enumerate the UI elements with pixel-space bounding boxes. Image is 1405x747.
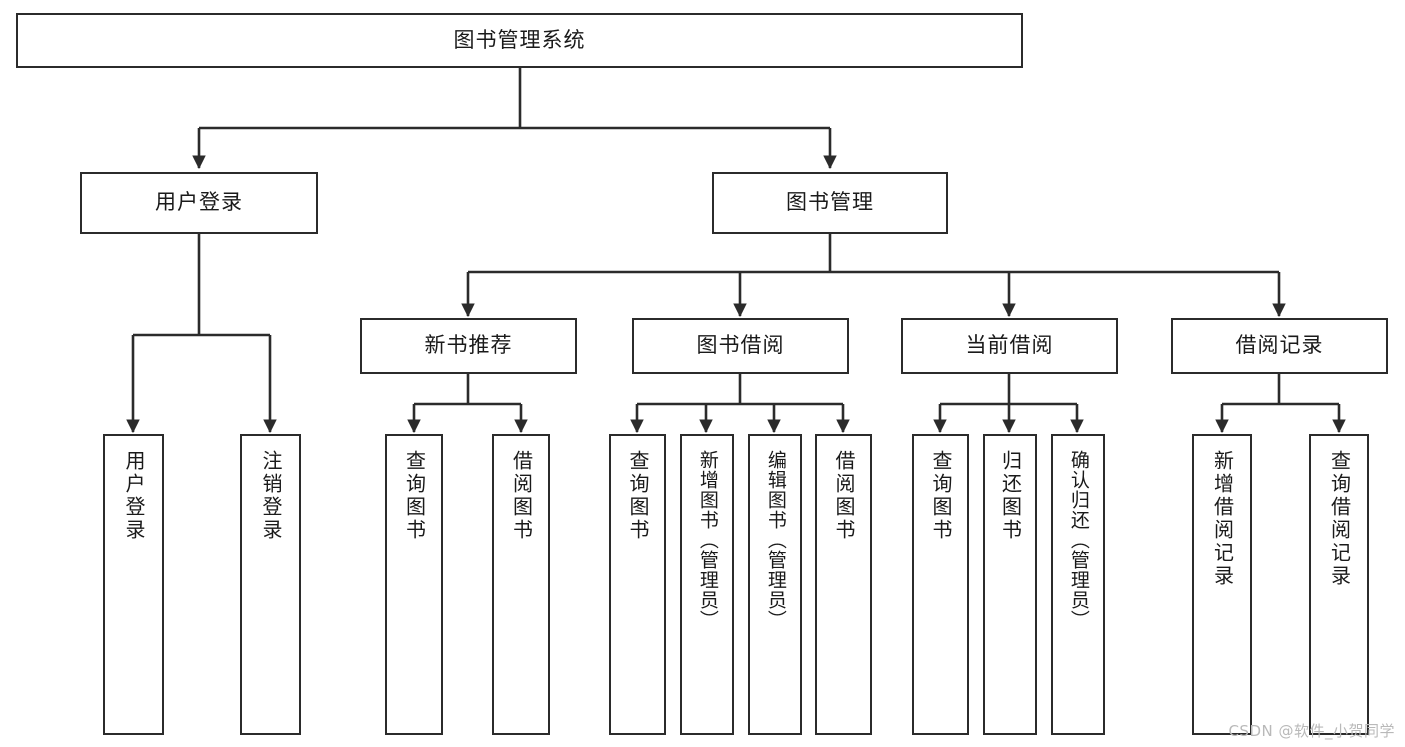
leaf-borrow-add-book-admin[interactable]: 新增图书（管理员） <box>680 434 734 735</box>
leaf-user-login-signin[interactable]: 用户登录 <box>103 434 164 735</box>
leaf-borrow-query-book[interactable]: 查询图书 <box>609 434 666 735</box>
leaf-new-book-borrow[interactable]: 借阅图书 <box>492 434 550 735</box>
node-label: 查询借阅记录 <box>1327 450 1352 588</box>
leaf-borrow-edit-book-admin[interactable]: 编辑图书（管理员） <box>748 434 802 735</box>
node-book-management[interactable]: 图书管理 <box>712 172 948 234</box>
node-label: 新书推荐 <box>424 333 513 358</box>
node-label: 当前借阅 <box>965 333 1054 358</box>
node-label: 查询图书 <box>626 450 650 542</box>
leaf-new-book-query[interactable]: 查询图书 <box>385 434 443 735</box>
node-label: 借阅图书 <box>509 450 534 542</box>
csdn-watermark: CSDN @软件_小贺同学 <box>1228 722 1395 740</box>
node-label: 借阅记录 <box>1235 333 1324 358</box>
node-label: 用户登录 <box>122 450 146 542</box>
node-label: 新增图书（管理员） <box>696 450 719 630</box>
node-current-borrow[interactable]: 当前借阅 <box>901 318 1118 374</box>
node-label: 查询图书 <box>929 450 953 542</box>
node-label: 图书管理 <box>786 190 874 215</box>
leaf-current-return-book[interactable]: 归还图书 <box>983 434 1037 735</box>
node-label: 查询图书 <box>402 450 427 542</box>
leaf-current-confirm-return-admin[interactable]: 确认归还（管理员） <box>1051 434 1105 735</box>
node-label: 注销登录 <box>259 450 283 542</box>
node-new-book-recommend[interactable]: 新书推荐 <box>360 318 577 374</box>
node-label: 借阅图书 <box>832 450 856 542</box>
node-label: 编辑图书（管理员） <box>764 450 787 630</box>
leaf-user-login-signout[interactable]: 注销登录 <box>240 434 301 735</box>
node-label: 归还图书 <box>998 450 1023 542</box>
node-label: 新增借阅记录 <box>1210 450 1235 588</box>
node-label: 用户登录 <box>155 190 243 215</box>
node-label: 确认归还（管理员） <box>1067 450 1090 630</box>
leaf-current-query-book[interactable]: 查询图书 <box>912 434 969 735</box>
node-label: 图书管理系统 <box>453 27 586 52</box>
node-borrow-record[interactable]: 借阅记录 <box>1171 318 1388 374</box>
node-book-borrow[interactable]: 图书借阅 <box>632 318 849 374</box>
leaf-record-query-record[interactable]: 查询借阅记录 <box>1309 434 1369 735</box>
leaf-borrow-borrow-book[interactable]: 借阅图书 <box>815 434 872 735</box>
node-user-login[interactable]: 用户登录 <box>80 172 318 234</box>
leaf-record-add-record[interactable]: 新增借阅记录 <box>1192 434 1252 735</box>
node-label: 图书借阅 <box>696 333 785 358</box>
node-root-book-management-system[interactable]: 图书管理系统 <box>16 13 1023 68</box>
